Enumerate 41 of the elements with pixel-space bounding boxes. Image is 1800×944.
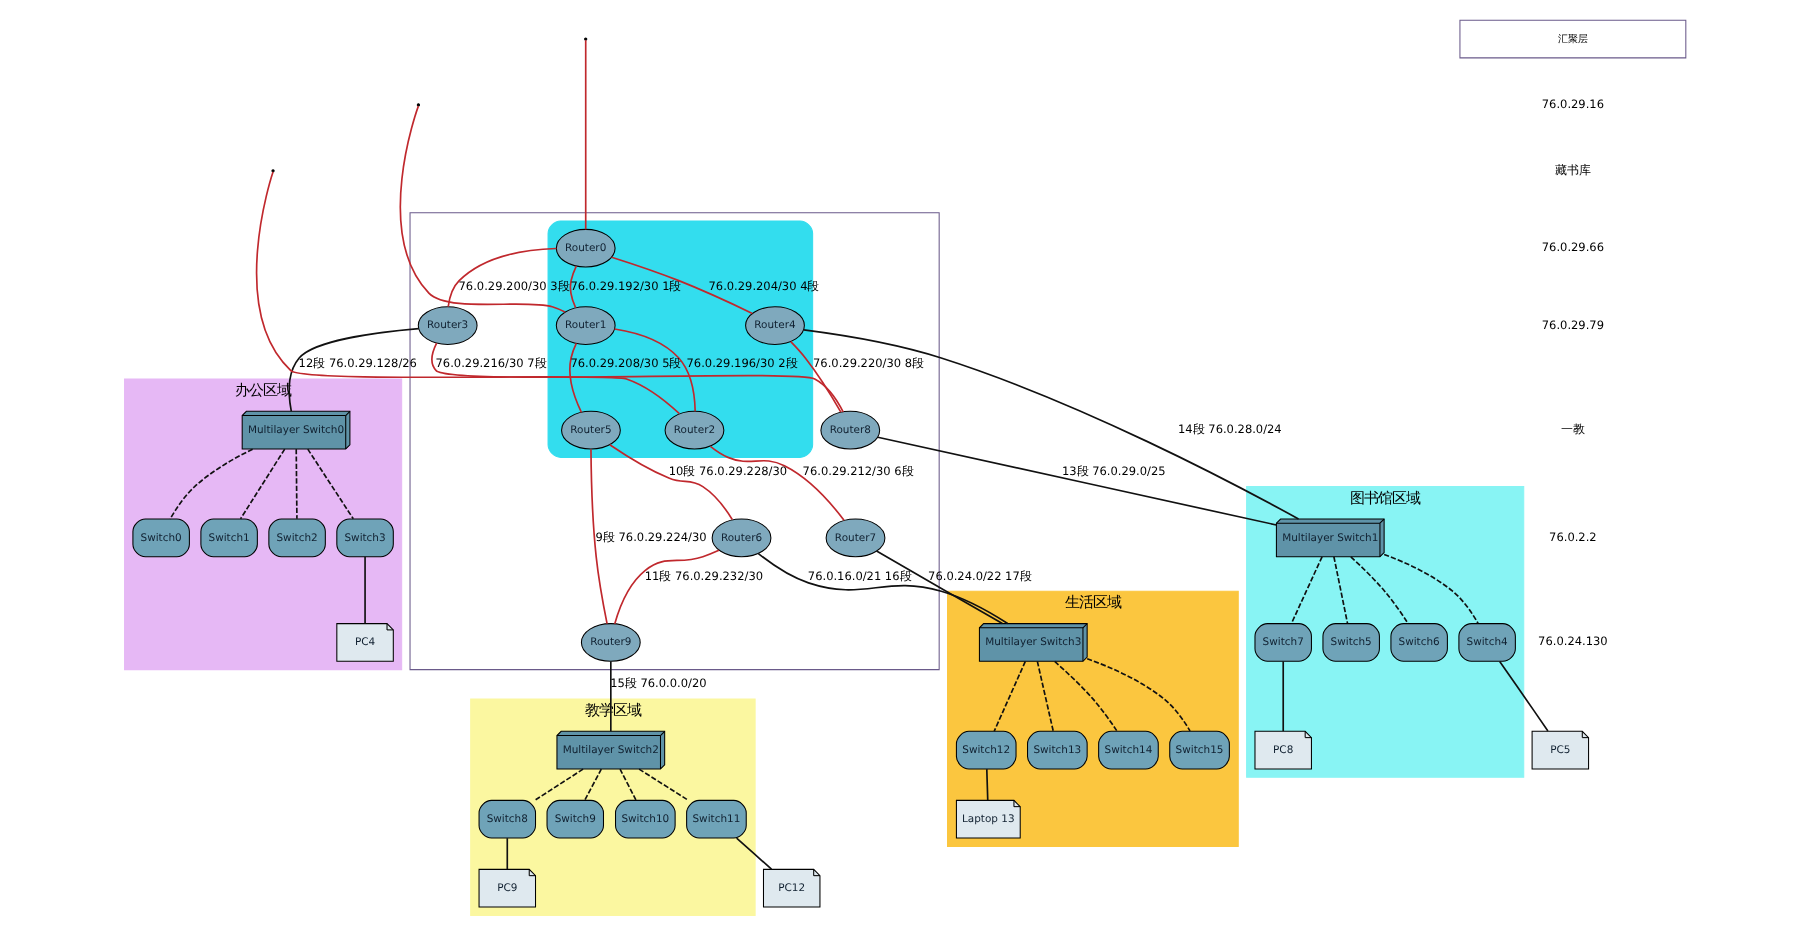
connector (1085, 657, 1190, 732)
connector (612, 549, 719, 625)
connector (582, 768, 602, 801)
connector (254, 171, 680, 415)
connector (446, 247, 557, 308)
connector (984, 768, 988, 801)
connector (801, 329, 1299, 520)
connector (876, 436, 1277, 526)
connector (363, 555, 365, 625)
connector (756, 552, 1008, 625)
connector (1349, 556, 1408, 625)
connector (612, 328, 695, 412)
connector (505, 837, 508, 870)
connector (992, 660, 1026, 732)
connector (637, 768, 688, 801)
connector (430, 342, 843, 413)
connector (1052, 660, 1117, 733)
connector (287, 327, 419, 412)
connector (568, 265, 577, 309)
connector (168, 448, 253, 520)
connector (533, 768, 583, 801)
connector (1497, 660, 1548, 732)
connector (734, 837, 772, 870)
connector (1289, 555, 1322, 625)
connector (589, 448, 607, 625)
connector (1281, 660, 1284, 732)
connector (398, 105, 565, 313)
connector (294, 448, 297, 520)
connector (874, 550, 1003, 625)
connector (305, 448, 354, 520)
connector (608, 660, 611, 732)
connector (708, 445, 844, 522)
connector (618, 768, 636, 801)
connector (1035, 660, 1054, 732)
connector (1332, 555, 1348, 625)
connector (609, 256, 753, 315)
connector (568, 342, 582, 414)
connector (788, 340, 841, 413)
connector (238, 448, 285, 520)
connector (607, 443, 733, 521)
connector (1382, 553, 1478, 625)
